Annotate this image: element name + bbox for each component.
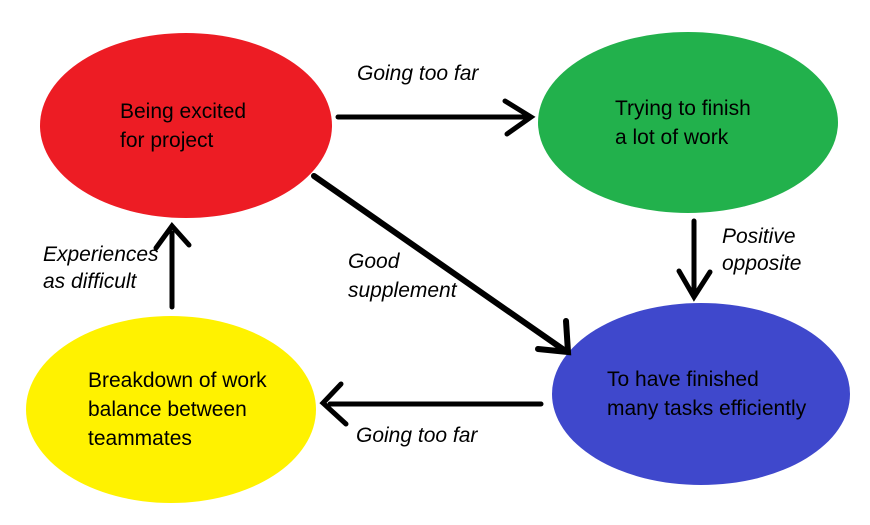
node-finished-tasks: To have finished many tasks efficiently	[552, 303, 850, 485]
arrow-excited-to-trying-head	[502, 98, 536, 137]
node-finished-tasks-label: To have finished many tasks efficiently	[607, 368, 807, 420]
edge-label-positive-opposite: Positive opposite	[722, 225, 802, 275]
arrow-trying-to-finished-head	[676, 268, 713, 302]
arrow-breakdown-to-excited-head	[153, 222, 192, 251]
arrow-excited-to-finished-head	[535, 318, 572, 356]
node-trying-to-finish: Trying to finish a lot of work	[538, 32, 838, 213]
arrow-finished-to-breakdown-head	[319, 381, 349, 427]
edge-label-going-too-far-bottom: Going too far	[356, 424, 478, 447]
arrow-breakdown-to-excited	[153, 222, 192, 310]
node-breakdown-work-balance-label: Breakdown of work balance between teamma…	[88, 369, 267, 450]
edge-label-going-too-far-top: Going too far	[357, 62, 479, 85]
node-trying-to-finish-label: Trying to finish a lot of work	[615, 96, 751, 149]
edge-label-experiences-as-difficult: Experiences as difficult	[43, 243, 159, 293]
node-being-excited-label: Being excited for project	[120, 99, 247, 152]
node-breakdown-work-balance: Breakdown of work balance between teamma…	[26, 316, 316, 503]
node-being-excited: Being excited for project	[40, 33, 332, 218]
arrow-trying-to-finished	[676, 218, 713, 302]
arrow-finished-to-breakdown	[319, 381, 544, 427]
arrow-excited-to-trying	[335, 98, 536, 137]
edge-label-good-supplement: Good supplement	[348, 250, 457, 302]
